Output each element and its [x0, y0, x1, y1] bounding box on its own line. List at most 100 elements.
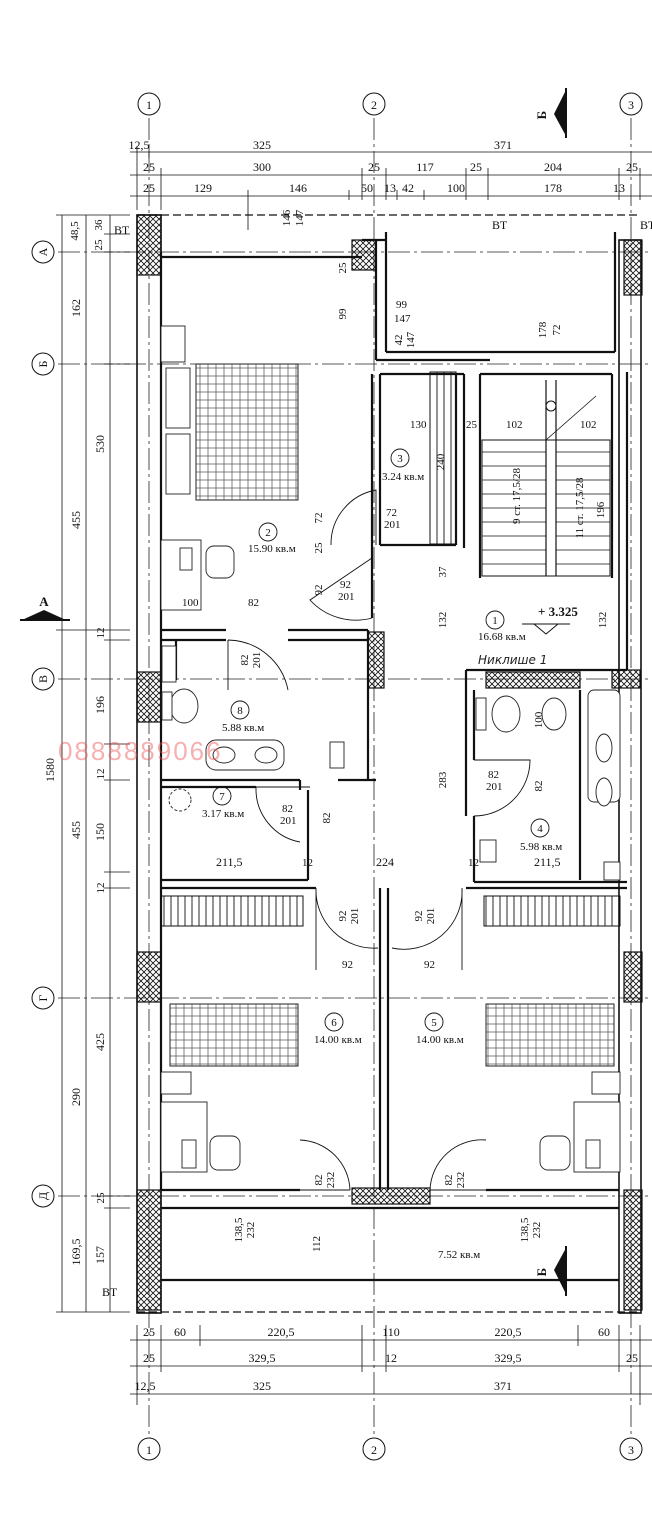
svg-text:82: 82: [443, 1175, 455, 1186]
svg-text:72: 72: [313, 513, 325, 524]
room-area: 15.90 кв.м: [248, 543, 296, 555]
room-4-label: 4 5.98 кв.м: [520, 818, 562, 853]
svg-text:196: 196: [595, 501, 607, 518]
handwritten-note: Никлише 1: [478, 653, 547, 667]
room-number: 4: [537, 823, 543, 835]
dim-label: 150: [93, 823, 107, 841]
room-3-label: 3 3.24 кв.м: [382, 448, 424, 483]
svg-text:82: 82: [313, 1175, 325, 1186]
svg-text:12: 12: [302, 857, 313, 869]
bath-fixtures-4: [475, 689, 621, 881]
svg-text:82: 82: [282, 803, 293, 815]
dim-label: 371: [494, 1379, 512, 1393]
svg-text:25: 25: [337, 262, 349, 274]
dim-label: 100: [447, 181, 465, 195]
svg-text:82: 82: [321, 813, 333, 824]
room-area: 3.24 кв.м: [382, 471, 424, 483]
svg-text:201: 201: [384, 519, 401, 531]
dim-label: 178: [544, 181, 562, 195]
axis-bubble-d: Д: [31, 1184, 55, 1208]
dim-label: 50: [361, 181, 373, 195]
room-number: 7: [219, 791, 225, 803]
dim-label: 530: [93, 435, 107, 453]
dim-label: 425: [93, 1033, 107, 1051]
svg-text:201: 201: [486, 781, 503, 793]
bed-room-5: [485, 1003, 621, 1095]
room-number: 1: [492, 615, 498, 627]
axis-label: 3: [628, 98, 634, 112]
svg-text:102: 102: [506, 419, 523, 431]
dim-label: 25: [470, 160, 482, 174]
axis-label: 3: [628, 1443, 634, 1457]
svg-text:201: 201: [251, 652, 263, 669]
axis-label: 1: [146, 1443, 152, 1457]
columns: [136, 214, 643, 1311]
axis-bubble-v: В: [31, 667, 55, 691]
dim-label: 162: [69, 299, 83, 317]
dim-label: 25: [626, 160, 638, 174]
axis-bubble-3-top: 3: [619, 92, 643, 116]
dim-label: 25: [95, 1192, 107, 1204]
bath-fixtures-7: [168, 788, 192, 812]
svg-text:146: 146: [281, 209, 293, 226]
dim-label: 196: [93, 696, 107, 714]
top-dimension-chains: [130, 146, 652, 230]
axis-label: Д: [36, 1192, 50, 1200]
section-marker-b-top: [554, 88, 567, 138]
svg-text:201: 201: [280, 815, 297, 827]
desk-room-5: [539, 1101, 621, 1173]
svg-text:232: 232: [531, 1222, 543, 1239]
dim-label: 25: [368, 160, 380, 174]
room-number: 2: [265, 527, 271, 539]
stair-label: 9 ст. 17,5/28: [511, 468, 523, 524]
dim-label: 371: [494, 138, 512, 152]
svg-text:72: 72: [386, 507, 397, 519]
room-1-label: 1 16.68 кв.м: [478, 610, 526, 643]
dim-label: 329,5: [249, 1351, 276, 1365]
room-number: 8: [237, 705, 243, 717]
dim-label: 12: [385, 1351, 397, 1365]
svg-text:240: 240: [435, 453, 447, 470]
svg-text:102: 102: [580, 419, 597, 431]
dim-label: 146: [289, 181, 307, 195]
svg-text:130: 130: [410, 419, 427, 431]
terrace-area: 7.52 кв.м: [438, 1249, 480, 1261]
dim-label: 1580: [43, 758, 57, 782]
svg-text:201: 201: [349, 908, 361, 925]
svg-text:178: 178: [537, 321, 549, 338]
axis-label: Б: [36, 360, 50, 367]
room-8-label: 8 5.88 кв.м: [222, 700, 264, 734]
svg-text:100: 100: [182, 597, 199, 609]
svg-text:138,5: 138,5: [233, 1217, 245, 1242]
axis-bubble-a: А: [31, 240, 55, 264]
axis-label: Г: [36, 994, 50, 1001]
svg-text:92: 92: [337, 911, 349, 922]
room-number: 6: [331, 1017, 337, 1029]
dim-label: 204: [544, 160, 562, 174]
svg-text:72: 72: [551, 325, 563, 336]
svg-text:224: 224: [376, 855, 394, 869]
room-2-label: 2 15.90 кв.м: [248, 522, 296, 555]
svg-text:92: 92: [340, 579, 351, 591]
axis-label: В: [36, 675, 50, 683]
dim-label: 169,5: [69, 1239, 83, 1266]
vt-label: ВТ: [492, 218, 508, 232]
dim-label: 129: [194, 181, 212, 195]
svg-text:99: 99: [337, 308, 349, 320]
axis-label: А: [36, 247, 50, 256]
svg-text:138,5: 138,5: [519, 1217, 531, 1242]
svg-text:147: 147: [394, 313, 411, 325]
room-area: 14.00 кв.м: [416, 1034, 464, 1046]
dim-label: 36: [93, 219, 105, 231]
svg-text:132: 132: [437, 612, 449, 629]
axis-bubble-1-bottom: 1: [137, 1437, 161, 1461]
room-number: 3: [397, 453, 403, 465]
room-area: 5.88 кв.м: [222, 722, 264, 734]
axis-label: 2: [371, 1443, 377, 1457]
vt-label: ВТ: [114, 223, 130, 237]
dim-label: 60: [598, 1325, 610, 1339]
dim-label: 48,5: [69, 221, 81, 241]
axis-bubble-g: Г: [31, 986, 55, 1010]
phone-watermark: 0888889066: [58, 736, 223, 766]
